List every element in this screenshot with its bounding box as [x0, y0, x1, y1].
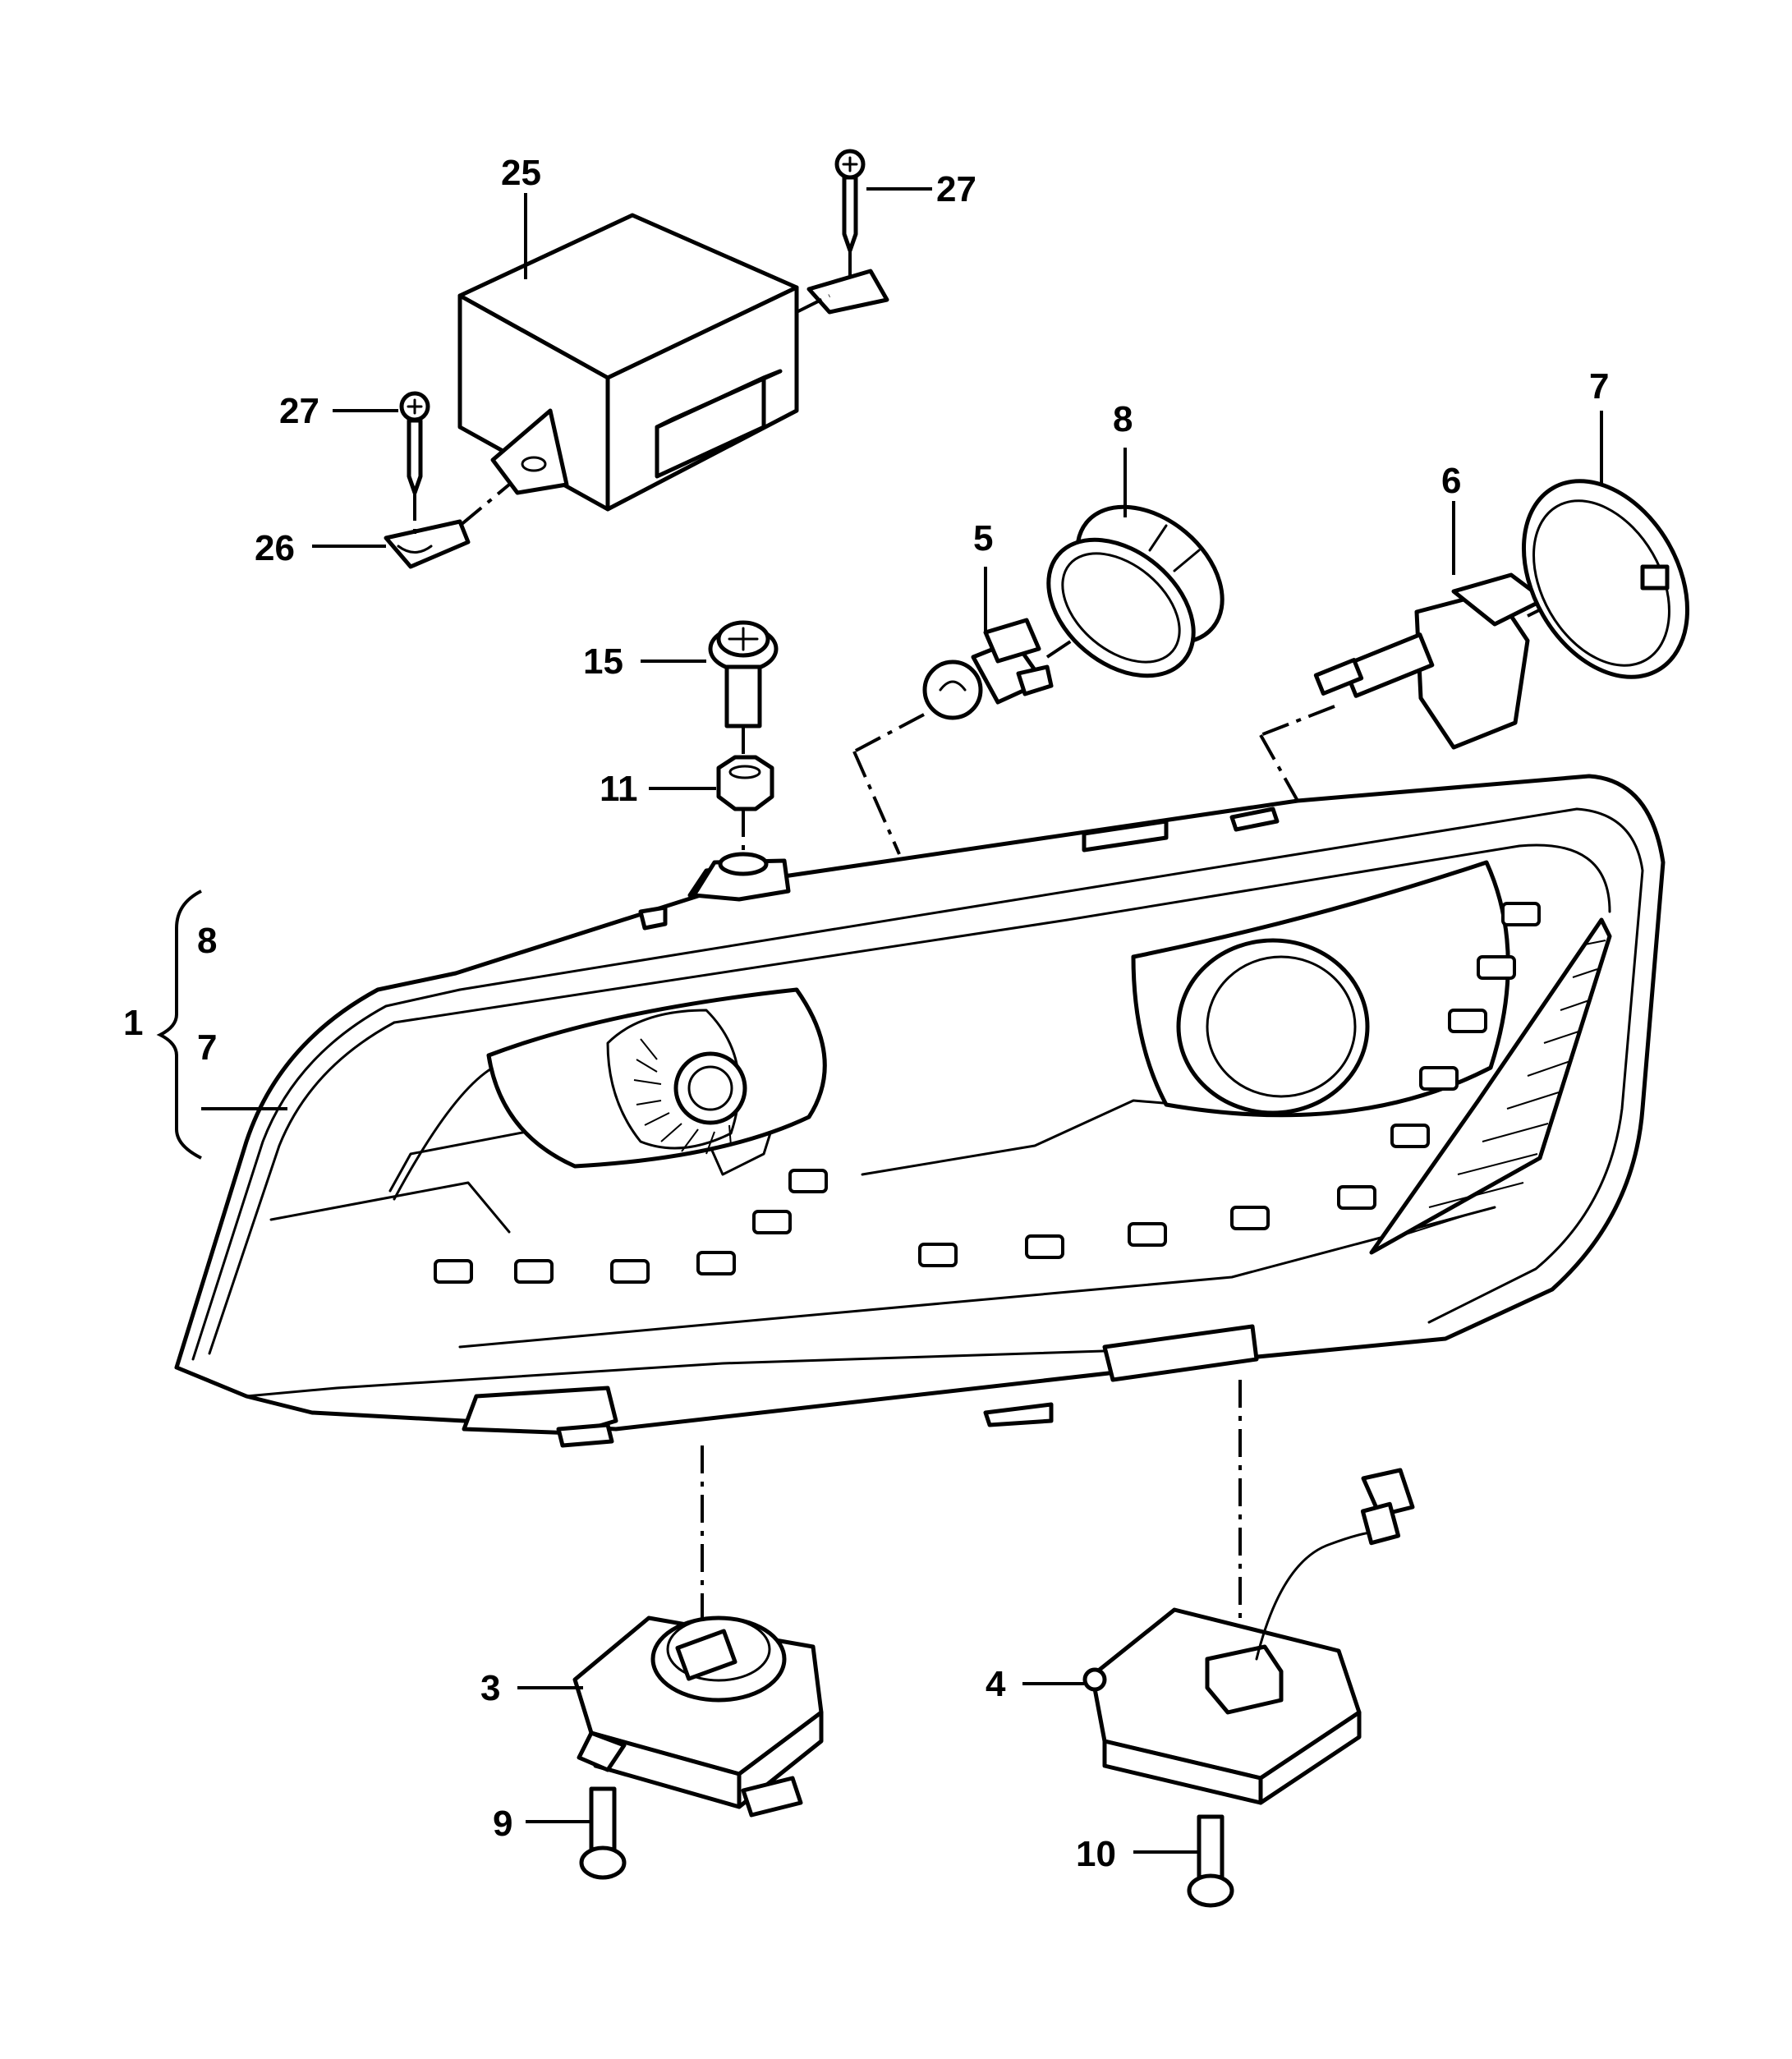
part-1-headlight-assembly — [174, 774, 1666, 1448]
callout-8-group: 8 — [197, 921, 217, 961]
callout-26: 26 — [255, 528, 295, 568]
part-8-cover-cap — [1046, 504, 1225, 678]
part-5-halogen-bulb — [922, 618, 1054, 720]
callout-11: 11 — [600, 769, 638, 809]
callout-1: 1 — [123, 1003, 143, 1043]
projector-fins-left — [633, 1038, 732, 1155]
callout-4: 4 — [986, 1664, 1006, 1704]
part-27-screw-right — [834, 149, 866, 253]
callout-9: 9 — [493, 1804, 512, 1844]
part-27-screw-left — [399, 391, 430, 495]
callout-8-top: 8 — [1113, 399, 1133, 439]
axis-housing-right — [1259, 734, 1299, 802]
part-7-cover-ring — [1521, 479, 1690, 679]
axis-bulb-5 — [853, 713, 925, 753]
callout-5: 5 — [973, 518, 993, 558]
part-25-control-unit — [457, 213, 799, 512]
part-10-screw — [1187, 1814, 1234, 1908]
axis-clip-right — [796, 294, 830, 314]
drl-hatch — [1399, 940, 1606, 1237]
callout-27-left: 27 — [279, 391, 319, 431]
callout-27-right: 27 — [936, 169, 976, 209]
axis-housing-left — [852, 751, 901, 855]
part-9-screw — [579, 1786, 627, 1880]
part-3-ballast — [572, 1615, 824, 1818]
callout-labels: 25 27 27 26 8 7 5 6 15 11 8 1 7 3 4 9 10 — [123, 153, 1609, 1874]
callout-7-top: 7 — [1589, 366, 1609, 407]
callout-6: 6 — [1441, 461, 1461, 501]
callout-7-group: 7 — [197, 1027, 217, 1068]
callout-3: 3 — [480, 1668, 500, 1708]
callout-10: 10 — [1076, 1834, 1116, 1874]
axis-bulb-6 — [1260, 705, 1335, 737]
part-11-nut — [716, 755, 774, 811]
part-26-clip-right — [806, 269, 889, 315]
axis-clip-left — [458, 483, 511, 527]
part-26-clip-left — [384, 519, 471, 569]
callout-15: 15 — [583, 641, 623, 682]
part-4-ballast — [1082, 1468, 1415, 1805]
leader-lines — [312, 187, 1603, 1854]
callout-25: 25 — [501, 153, 541, 193]
led-modules — [434, 902, 1541, 1284]
part-6-xenon-bulb — [1313, 572, 1546, 750]
part-15-screw — [708, 620, 779, 728]
group-bracket-1 — [156, 889, 287, 1160]
